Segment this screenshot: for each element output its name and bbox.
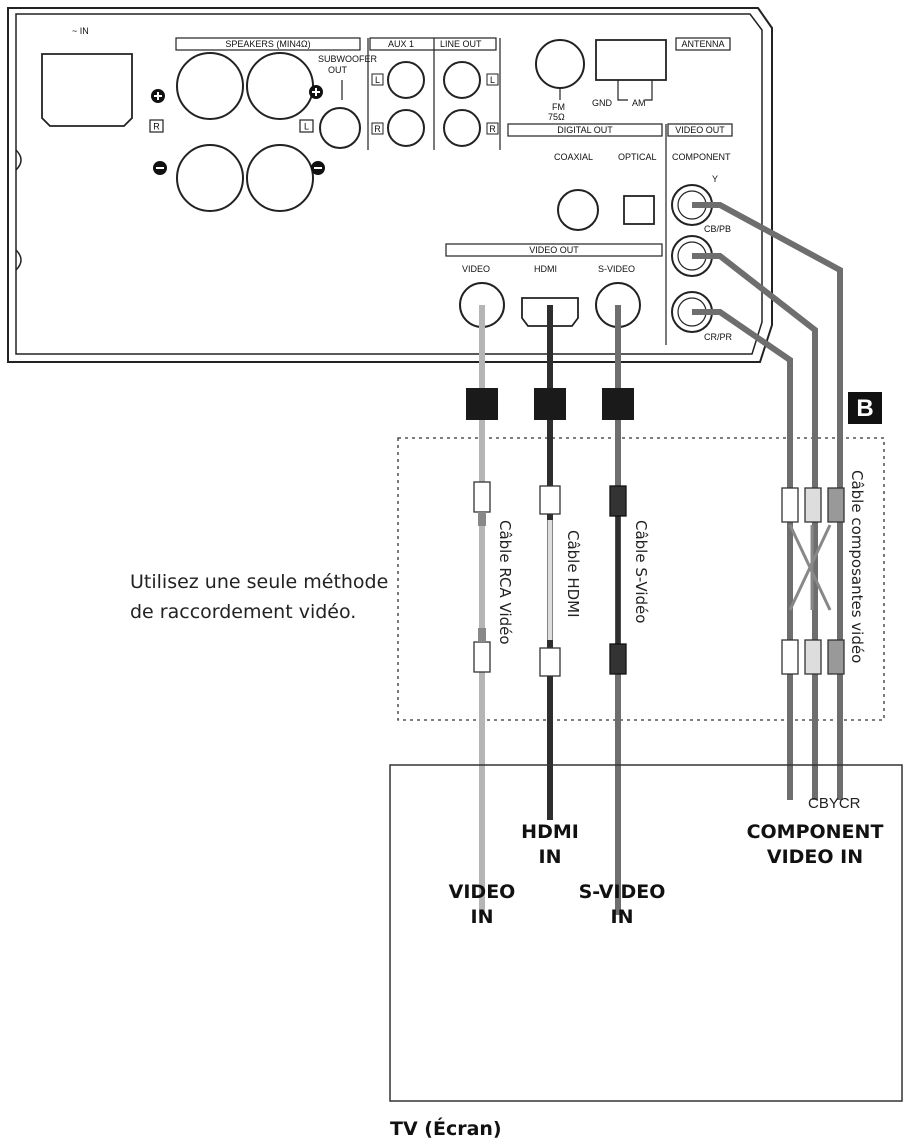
s-video-in-line2: IN (611, 906, 634, 928)
am-label: AM (632, 98, 646, 108)
hdmi-in-line1: HDMI (521, 821, 579, 843)
cb-cr-label: CBYCR (808, 795, 861, 812)
coaxial-label: COAXIAL (554, 152, 593, 162)
left-channel-label: L (304, 122, 309, 132)
s-video-label: S-VIDEO (598, 264, 635, 274)
aux1-label: AUX 1 (388, 39, 414, 49)
am-antenna-terminal (595, 39, 667, 81)
component-video-cable (692, 202, 845, 800)
plus-icon (151, 89, 165, 103)
digital-out-label: DIGITAL OUT (557, 125, 613, 135)
ac-in-label: ~ IN (72, 26, 89, 36)
hdmi-label: HDMI (534, 264, 557, 274)
component-in-line1: COMPONENT (747, 821, 884, 843)
fm-label-line1: FM (552, 102, 565, 112)
video-out-label: VIDEO OUT (529, 245, 579, 255)
ferrite-core (466, 388, 498, 420)
hdmi-in-line2: IN (539, 846, 562, 868)
speaker-terminal-right-minus (246, 144, 314, 212)
antenna-label: ANTENNA (681, 39, 724, 49)
cable-group-frame (397, 437, 885, 721)
cr-pr-label: CR/PR (704, 332, 733, 342)
video-label: VIDEO (462, 264, 490, 274)
step-badge-label: B (856, 395, 873, 422)
s-video-in-line1: S-VIDEO (579, 881, 666, 903)
note-line-2: de raccordement vidéo. (130, 601, 356, 623)
video-in-line1: VIDEO (449, 881, 516, 903)
component-label: COMPONENT (672, 152, 731, 162)
rca-cable-label: Câble RCA Vidéo (496, 520, 514, 645)
y-label: Y (712, 174, 718, 184)
minus-icon (311, 161, 325, 175)
svg-text:L: L (375, 75, 380, 85)
svg-text:L: L (490, 75, 495, 85)
ferrite-core (602, 388, 634, 420)
svg-text:R: R (489, 124, 496, 134)
hdmi-cable-label: Câble HDMI (564, 530, 582, 618)
hdmi-port (521, 297, 579, 327)
subwoofer-label-line1: SUBWOOFER (318, 54, 378, 64)
cb-pb-label: CB/PB (704, 224, 731, 234)
fm-label-line2: 75Ω (548, 112, 565, 122)
gnd-label: GND (592, 98, 613, 108)
coaxial-jack (557, 189, 599, 231)
receiver-rear-panel: ~ IN SPEAKERS (MIN4Ω) R SUBWOOFER OUT L … (7, 7, 773, 363)
speaker-terminal-left-plus (176, 52, 244, 120)
aux1-l-jack (387, 61, 425, 99)
component-video-out-label: VIDEO OUT (675, 125, 725, 135)
subwoofer-label-line2: OUT (328, 65, 348, 75)
speakers-label: SPEAKERS (MIN4Ω) (225, 39, 310, 49)
tv-outline (389, 764, 903, 1102)
component-cable-label: Câble composantes vidéo (848, 470, 866, 663)
hdmi-cable (539, 305, 561, 820)
step-badge: B (848, 392, 882, 424)
aux1-r-jack (387, 109, 425, 147)
optical-jack (623, 195, 655, 225)
line-out-l-jack (443, 61, 481, 99)
optical-label: OPTICAL (618, 152, 657, 162)
svg-text:R: R (374, 124, 381, 134)
minus-icon (153, 161, 167, 175)
note-line-1: Utilisez une seule méthode (130, 571, 388, 593)
component-in-line2: VIDEO IN (767, 846, 863, 868)
plus-icon (309, 85, 323, 99)
tv-caption: TV (Écran) (390, 1117, 502, 1140)
speakers-label-box (175, 37, 361, 51)
line-out-r-jack (443, 109, 481, 147)
right-channel-label: R (153, 122, 160, 132)
speaker-terminal-left-minus (176, 144, 244, 212)
ferrite-core (534, 388, 566, 420)
ac-inlet (41, 53, 133, 127)
video-in-line2: IN (471, 906, 494, 928)
s-video-cable-label: Câble S-Vidéo (632, 520, 650, 623)
line-out-label: LINE OUT (440, 39, 482, 49)
subwoofer-out-jack (319, 107, 361, 149)
